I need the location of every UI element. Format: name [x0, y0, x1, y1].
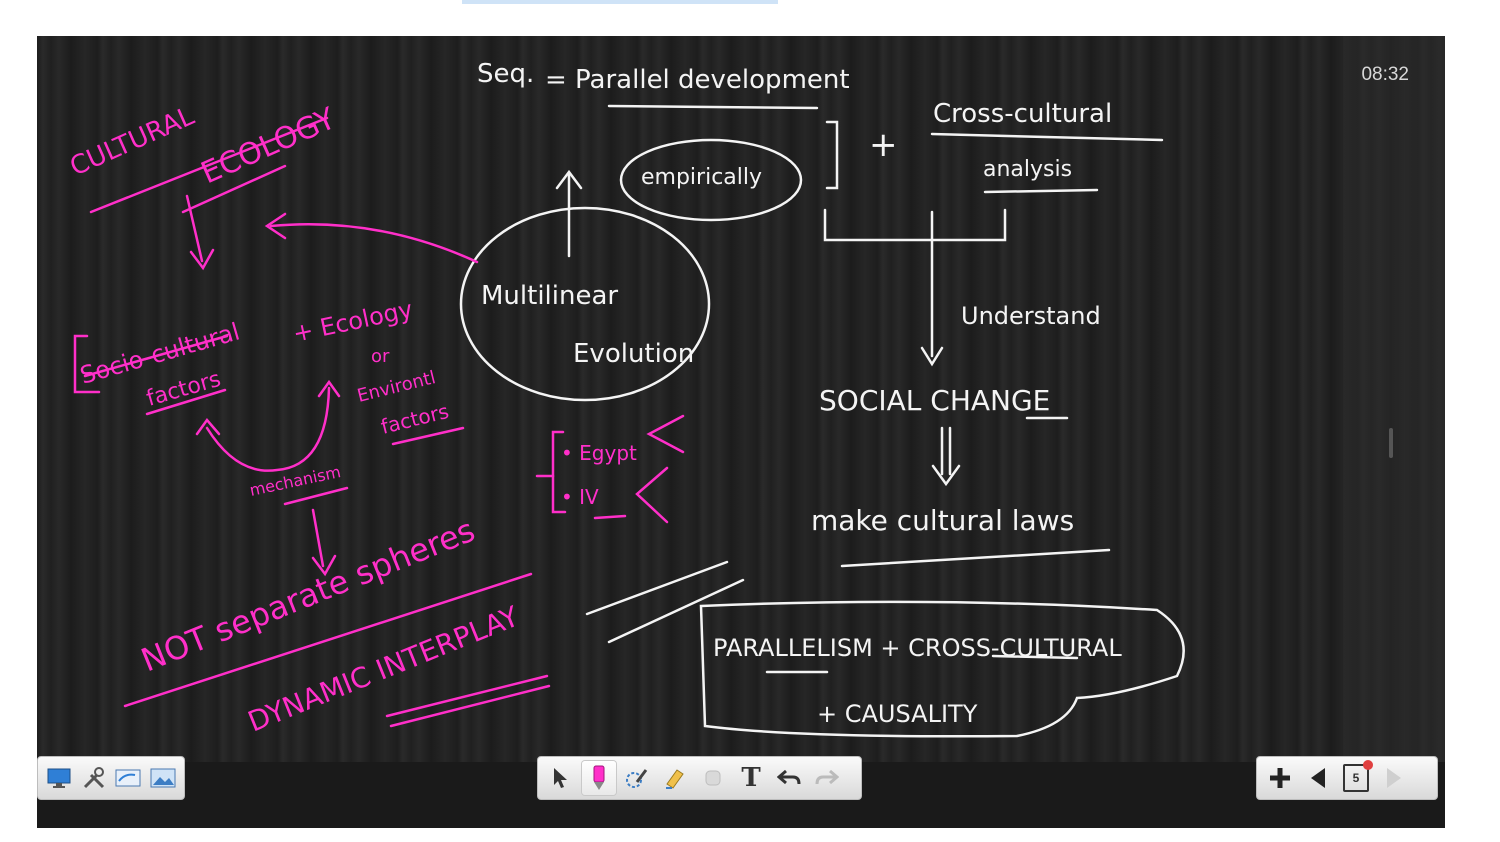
note-iv: • IV [561, 485, 599, 509]
undo-icon[interactable] [772, 761, 806, 795]
note-box-line1: PARALLELISM + CROSS-CULTURAL [713, 634, 1122, 662]
redo-icon[interactable] [810, 761, 844, 795]
page-toolbar: 5 [1256, 756, 1438, 800]
whiteboard-canvas[interactable]: 08:32 Seq. [37, 36, 1445, 762]
next-page-icon[interactable] [1377, 761, 1411, 795]
highlighter-icon[interactable] [658, 761, 692, 795]
note-evolution: Evolution [573, 339, 694, 369]
clock: 08:32 [1361, 64, 1409, 85]
note-box-line2: + CAUSALITY [817, 700, 978, 728]
note-factors: factors [144, 367, 224, 412]
notification-dot [1363, 760, 1373, 770]
eraser-icon[interactable] [696, 761, 730, 795]
drawing-toolbar: T [537, 756, 862, 800]
text-icon[interactable]: T [741, 763, 761, 793]
multilinear-circle [459, 206, 711, 402]
page-icon[interactable]: 5 [1339, 760, 1373, 795]
empirically-oval [619, 138, 803, 222]
note-cultural: CULTURAL [66, 101, 200, 182]
note-social-change: SOCIAL CHANGE [819, 384, 1050, 417]
tools-icon[interactable] [79, 761, 110, 795]
note-or: or [371, 346, 390, 367]
add-page-icon[interactable] [1263, 761, 1297, 795]
board-right-shade [1343, 36, 1445, 762]
note-make-cultural-laws: make cultural laws [811, 504, 1074, 537]
pen-icon[interactable] [582, 761, 616, 795]
note-mechanism: mechanism [248, 462, 343, 500]
ink-layer: Seq. = Parallel development empirically … [66, 59, 1185, 738]
select-arrow-icon[interactable] [544, 761, 578, 795]
whiteboard-icon[interactable] [113, 761, 144, 795]
note-egypt: • Egypt [561, 441, 637, 465]
note-seq: Seq. [477, 59, 534, 89]
note-plus-ecology: + Ecology [290, 295, 415, 348]
smart-pen-icon[interactable] [620, 761, 654, 795]
note-analysis: analysis [983, 157, 1072, 182]
top-highlight-bar [462, 0, 778, 4]
prev-page-icon[interactable] [1301, 761, 1335, 795]
left-toolbar [37, 756, 185, 800]
summary-box [699, 600, 1185, 738]
note-ecology: ECOLOGY [196, 101, 341, 191]
image-icon[interactable] [148, 761, 179, 795]
note-understand: Understand [961, 302, 1101, 330]
page-number-badge: 5 [1343, 760, 1373, 792]
note-empirically: empirically [641, 165, 762, 190]
desktop-icon[interactable] [44, 761, 75, 795]
note-parallel-development: = Parallel development [545, 65, 850, 95]
note-multilinear: Multilinear [481, 281, 618, 311]
scroll-handle[interactable] [1389, 428, 1393, 458]
page-number: 5 [1352, 771, 1360, 785]
note-cross-cultural: Cross-cultural [933, 99, 1112, 129]
note-environmental: Environtl [355, 367, 438, 407]
note-plus: + [869, 125, 898, 165]
